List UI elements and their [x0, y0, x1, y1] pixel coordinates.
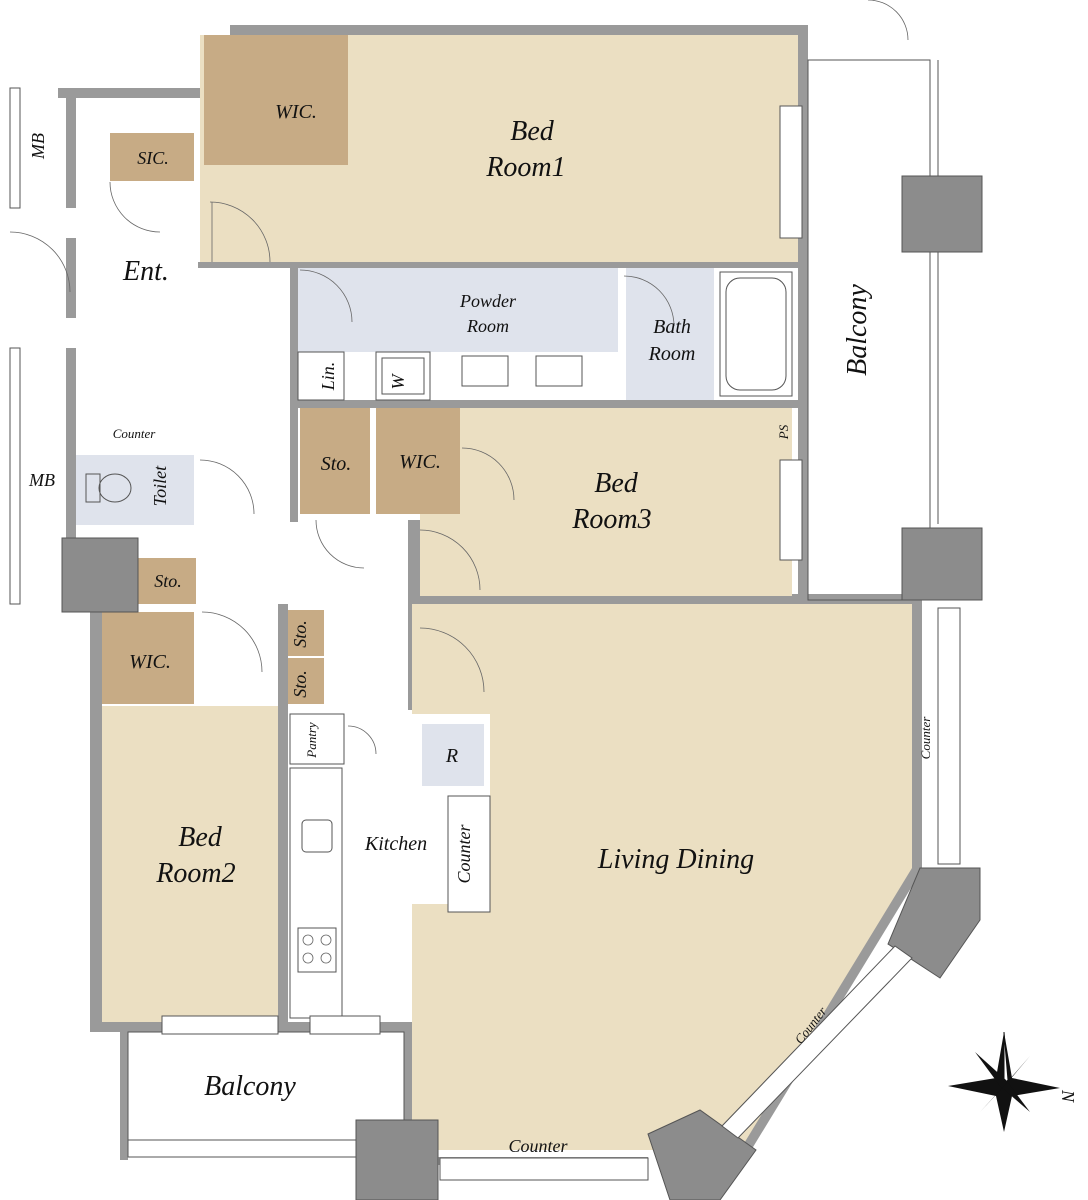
toilet-counter-label: Counter — [113, 426, 157, 441]
toilet-label: Toilet — [150, 465, 170, 506]
bed-room2-label-line2: Room2 — [155, 858, 235, 889]
living-dining-label: Living Dining — [597, 844, 754, 875]
sto-toilet-label: Sto. — [154, 571, 182, 591]
entrance-label: Ent. — [122, 256, 169, 287]
living-south-counter-label: Counter — [508, 1136, 568, 1156]
bed-room1-label-line2: Room1 — [485, 152, 565, 183]
mb-bottom-label: MB — [28, 470, 55, 490]
bed-room3-label: Bed — [594, 468, 639, 499]
room-fills — [76, 35, 912, 1150]
bed-room3-label-line2: Room3 — [571, 504, 651, 535]
living-east-counter-label: Counter — [918, 716, 933, 760]
pantry-label: Pantry — [304, 722, 319, 759]
ps-label: PS — [776, 424, 791, 440]
mb-top-label: MB — [28, 133, 48, 160]
storage-labels: WIC. WIC. WIC. SIC. Sto. Sto. Sto. Sto. … — [28, 101, 791, 767]
washer-label: W — [388, 373, 408, 390]
wic-bed1-label: WIC. — [275, 101, 317, 123]
sto-kitchen-a-label: Sto. — [290, 620, 310, 648]
bed-room1-label: Bed — [510, 116, 555, 147]
sto-kitchen-b-label: Sto. — [290, 670, 310, 698]
wic-bed2-label: WIC. — [129, 651, 171, 673]
bath-room-label-line2: Room — [648, 343, 696, 365]
kitchen-counter-label: Counter — [454, 824, 474, 884]
room-labels: Bed Room1 Bed Room3 Bed Room2 Living Din… — [122, 116, 873, 1102]
balcony-east-label: Balcony — [842, 284, 873, 376]
bed-room2-label: Bed — [178, 822, 223, 853]
powder-room-label-line2: Room — [466, 316, 509, 336]
linen-label: Lin. — [318, 362, 338, 392]
bath-room-label: Bath — [653, 316, 691, 338]
sic-label: SIC. — [137, 148, 169, 168]
compass-north-label: N — [1058, 1089, 1078, 1103]
fixtures — [9, 0, 1060, 1200]
kitchen-label: Kitchen — [364, 833, 427, 855]
wic-bed3-label: WIC. — [399, 451, 441, 473]
refrigerator-label: R — [445, 745, 458, 767]
balcony-south-label: Balcony — [204, 1071, 296, 1102]
sto-hall-label: Sto. — [321, 453, 352, 475]
powder-room-label: Powder — [459, 291, 517, 311]
